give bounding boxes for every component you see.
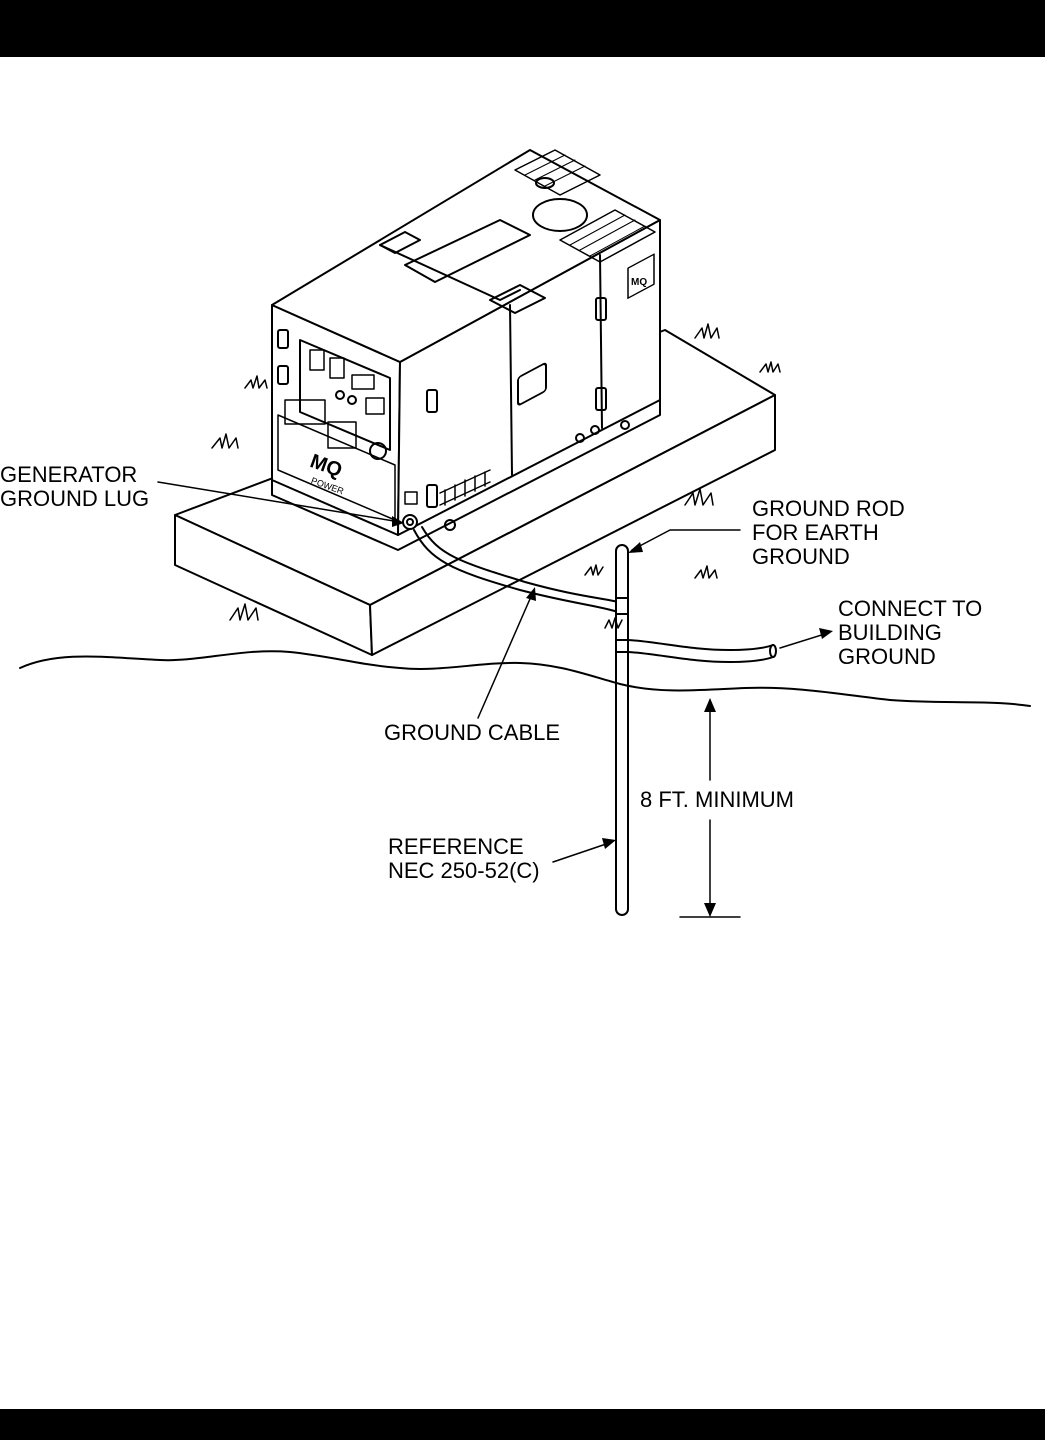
svg-text:MQ: MQ — [631, 277, 647, 288]
header-bar — [0, 0, 1045, 57]
grass-tufts — [211, 323, 781, 629]
building-ground-cable — [627, 639, 777, 663]
generator-enclosure: MQ MQ POWER — [271, 149, 661, 551]
ground-surface-line — [19, 650, 1031, 707]
leader-lines — [157, 481, 833, 918]
label-generator-ground-lug: GENERATOR GROUND LUG — [0, 462, 150, 511]
ground-cable — [413, 526, 619, 613]
label-connect-building-ground: CONNECT TO BUILDING GROUND — [838, 596, 983, 669]
footer-bar — [0, 1409, 1045, 1440]
label-ground-rod: GROUND ROD FOR EARTH GROUND — [752, 496, 905, 569]
label-ground-cable: GROUND CABLE — [384, 720, 561, 745]
ground-rod — [615, 544, 629, 916]
label-min-depth: 8 FT. MINIMUM — [640, 787, 794, 812]
ground-lug — [402, 514, 456, 531]
label-reference: REFERENCE NEC 250-52(C) — [388, 834, 540, 883]
